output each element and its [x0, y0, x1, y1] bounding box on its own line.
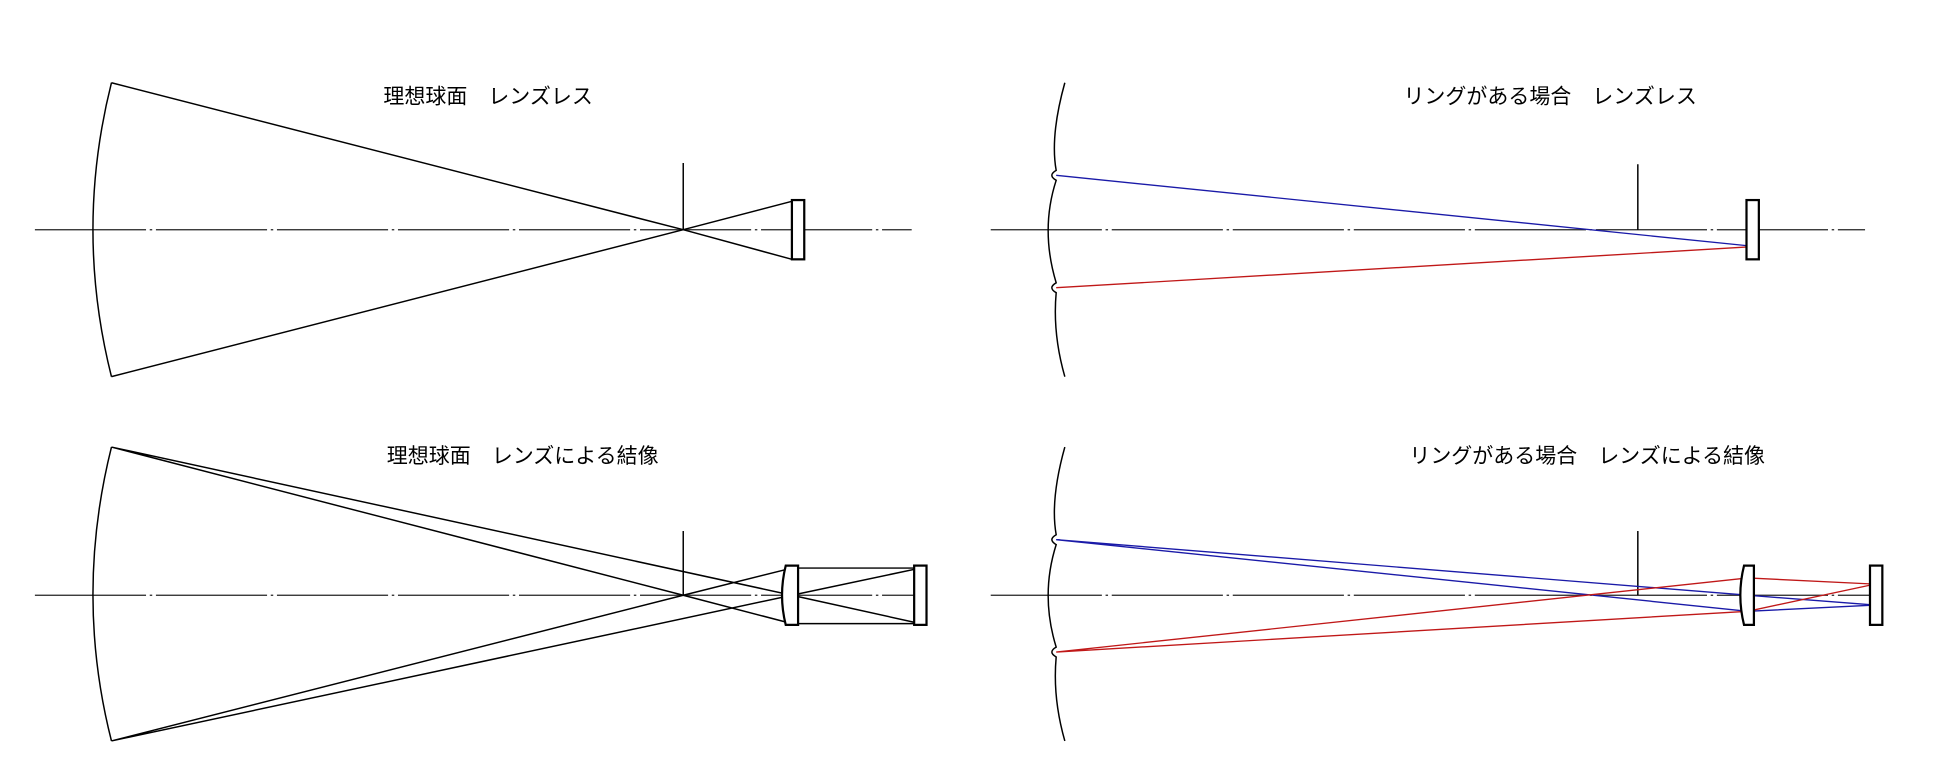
panel-ring-lens: リングがある場合 レンズによる結像	[990, 444, 1884, 742]
rays	[111, 446, 921, 742]
panel-ideal-lens: 理想球面 レンズによる結像	[34, 444, 928, 742]
lens	[780, 564, 800, 626]
ringed-mirror	[1047, 446, 1066, 742]
panel-title: リングがある場合 レンズレス	[1403, 85, 1696, 109]
panel-title: リングがある場合 レンズによる結像	[1409, 444, 1765, 468]
ray-lower	[1056, 246, 1748, 289]
ray-upper	[1056, 174, 1748, 247]
detector	[913, 564, 928, 626]
panel-title: 理想球面 レンズレス	[383, 85, 592, 109]
ringed-mirror	[1047, 82, 1066, 377]
panel-ideal-lensless: 理想球面 レンズレス	[34, 82, 912, 378]
detector	[790, 198, 806, 261]
rays	[111, 82, 793, 378]
lens	[1739, 564, 1756, 626]
detector	[1868, 564, 1884, 626]
panel-ring-lensless: リングがある場合 レンズレス	[990, 82, 1866, 377]
detector	[1745, 198, 1760, 261]
spherical-mirror	[92, 82, 113, 377]
spherical-mirror	[92, 446, 113, 742]
panel-title: 理想球面 レンズによる結像	[387, 444, 659, 468]
